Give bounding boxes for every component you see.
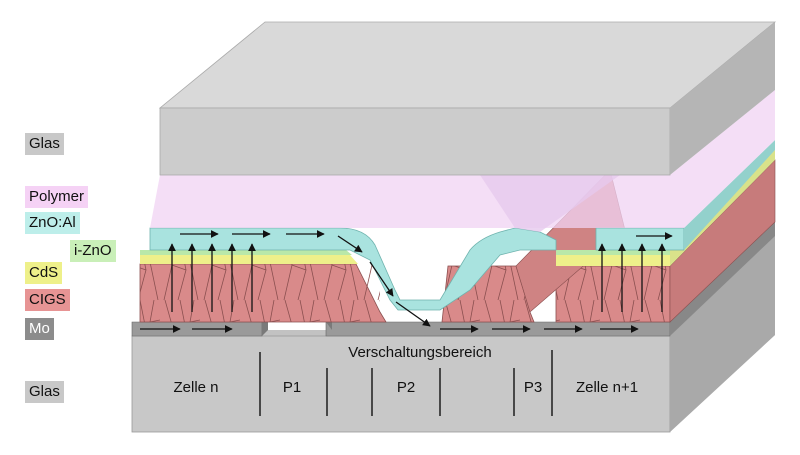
legend-cigs: CIGS [25, 289, 70, 311]
legend-mo: Mo [25, 318, 54, 340]
legend-glas-top: Glas [25, 133, 64, 155]
legend-polymer: Polymer [25, 186, 89, 208]
current-flow-arrows [140, 230, 673, 333]
p2-label: P2 [397, 379, 415, 396]
legend-glas-bottom: Glas [25, 381, 64, 403]
legend-znoal: ZnO:Al [25, 212, 80, 234]
legend-cds: CdS [25, 262, 63, 284]
polymer-layer [150, 90, 775, 232]
scribe-divider-lines [259, 350, 553, 416]
p3-label: P3 [524, 379, 542, 396]
cell-n1-label: Zelle n+1 [576, 379, 638, 396]
legend-izno: i-ZnO [70, 240, 116, 262]
top-glass [158, 21, 777, 176]
p1-label: P1 [283, 379, 301, 396]
interconnect-area-label: Verschaltungsbereich [348, 344, 491, 361]
cell-n-label: Zelle n [173, 379, 218, 396]
